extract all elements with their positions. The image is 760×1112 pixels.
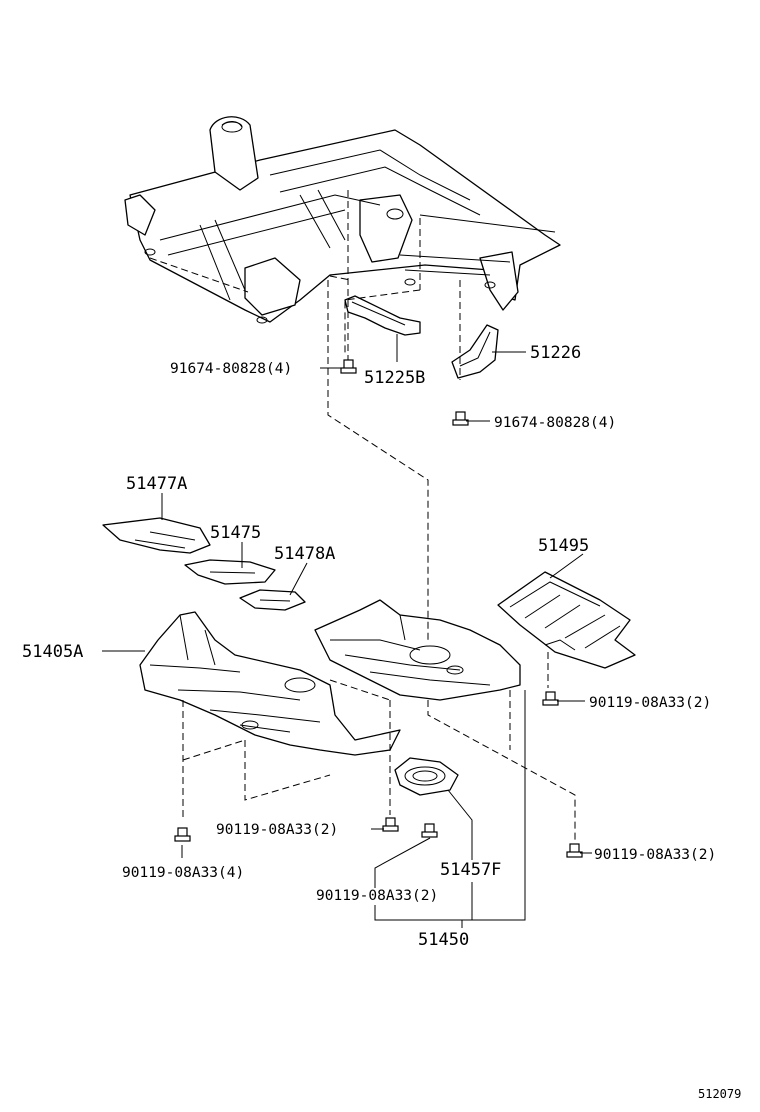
subframe-drawing	[124, 116, 561, 324]
plate-51457F	[394, 757, 459, 796]
cover-51477A	[102, 517, 211, 554]
label-51495: 51495	[538, 536, 589, 556]
label-fastener-upper-left: 91674-80828(4)	[170, 361, 292, 377]
cover-51478A	[239, 589, 306, 611]
label-fastener-upper-right: 91674-80828(4)	[494, 415, 616, 431]
label-51457F: 51457F	[440, 860, 501, 880]
label-51478A: 51478A	[274, 544, 335, 564]
shield-51495	[497, 571, 636, 669]
bolt-center-low-icon	[421, 823, 438, 838]
label-fastener-center-mid: 90119-08A33(2)	[216, 822, 338, 838]
label-51226: 51226	[530, 343, 581, 363]
label-51477A: 51477A	[126, 474, 187, 494]
bolt-right-mid-icon	[542, 691, 559, 706]
bolt-center-mid-icon	[382, 817, 399, 832]
under-cover-51405A	[139, 611, 401, 756]
cover-51475	[184, 559, 276, 585]
bolt-left-low-icon	[174, 827, 191, 842]
part-labels: 51226 51225B 51477A 51475 51478A 51495 5…	[22, 343, 589, 950]
bracket-51225B	[344, 295, 421, 336]
label-51475: 51475	[210, 523, 261, 543]
alignment-lines	[182, 190, 576, 840]
figure-id: 512079	[698, 1087, 741, 1101]
label-51225B: 51225B	[364, 368, 425, 388]
bolt-upper-left-icon	[340, 359, 357, 374]
label-51405A: 51405A	[22, 642, 83, 662]
bolt-right-low-icon	[566, 843, 583, 858]
label-fastener-right-low: 90119-08A33(2)	[594, 847, 716, 863]
label-fastener-center-low: 90119-08A33(2)	[316, 888, 438, 904]
under-cover-center	[314, 599, 521, 701]
bracket-51226	[451, 324, 499, 379]
fastener-labels: 91674-80828(4) 91674-80828(4) 90119-08A3…	[122, 361, 716, 904]
label-fastener-left-low: 90119-08A33(4)	[122, 865, 244, 881]
bolt-upper-right-icon	[452, 411, 469, 426]
label-fastener-right-mid: 90119-08A33(2)	[589, 695, 711, 711]
bolts	[174, 359, 583, 858]
label-51450: 51450	[418, 930, 469, 950]
leader-lines	[102, 334, 592, 928]
